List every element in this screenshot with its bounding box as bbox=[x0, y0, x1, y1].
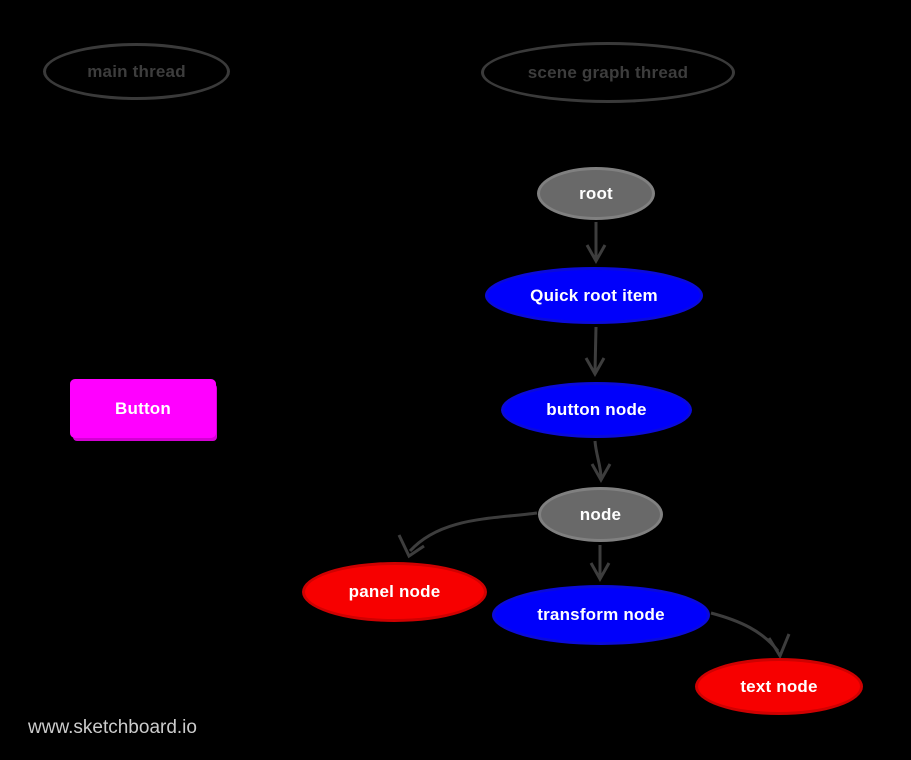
node-quick-root-item[interactable]: Quick root item bbox=[485, 267, 703, 324]
arrow-node-to-panel-node[interactable] bbox=[397, 511, 538, 559]
node-panel-node[interactable]: panel node bbox=[302, 562, 487, 622]
node-transform-node[interactable]: transform node bbox=[492, 585, 710, 645]
main-thread-ellipse[interactable]: main thread bbox=[43, 43, 230, 100]
node-text-node[interactable]: text node bbox=[695, 658, 863, 715]
node-button-node[interactable]: button node bbox=[501, 382, 692, 438]
node-root-label: root bbox=[579, 183, 613, 203]
scene-graph-thread-ellipse[interactable]: scene graph thread bbox=[481, 42, 735, 103]
node-quick-root-item-label: Quick root item bbox=[530, 285, 658, 305]
arrow-button-node-to-node[interactable] bbox=[590, 440, 612, 484]
main-thread-label: main thread bbox=[87, 61, 186, 81]
arrow-transform-node-to-text-node[interactable] bbox=[710, 611, 791, 660]
scene-graph-thread-label: scene graph thread bbox=[527, 62, 689, 82]
arrow-node-to-transform-node[interactable] bbox=[589, 545, 611, 583]
node-node[interactable]: node bbox=[538, 487, 663, 542]
node-button-node-label: button node bbox=[546, 400, 647, 419]
node-node-label: node bbox=[579, 504, 622, 524]
button-rectangle[interactable]: Button bbox=[70, 379, 216, 438]
arrow-root-to-quick-root-item[interactable] bbox=[585, 222, 607, 265]
node-text-node-label: text node bbox=[740, 676, 818, 696]
node-panel-node-label: panel node bbox=[348, 582, 441, 601]
node-transform-node-label: transform node bbox=[537, 605, 665, 624]
arrow-quick-root-item-to-button-node[interactable] bbox=[584, 326, 606, 378]
sketchboard-watermark: www.sketchboard.io bbox=[28, 717, 197, 738]
button-rectangle-label: Button bbox=[115, 398, 171, 418]
node-root[interactable]: root bbox=[537, 167, 655, 220]
